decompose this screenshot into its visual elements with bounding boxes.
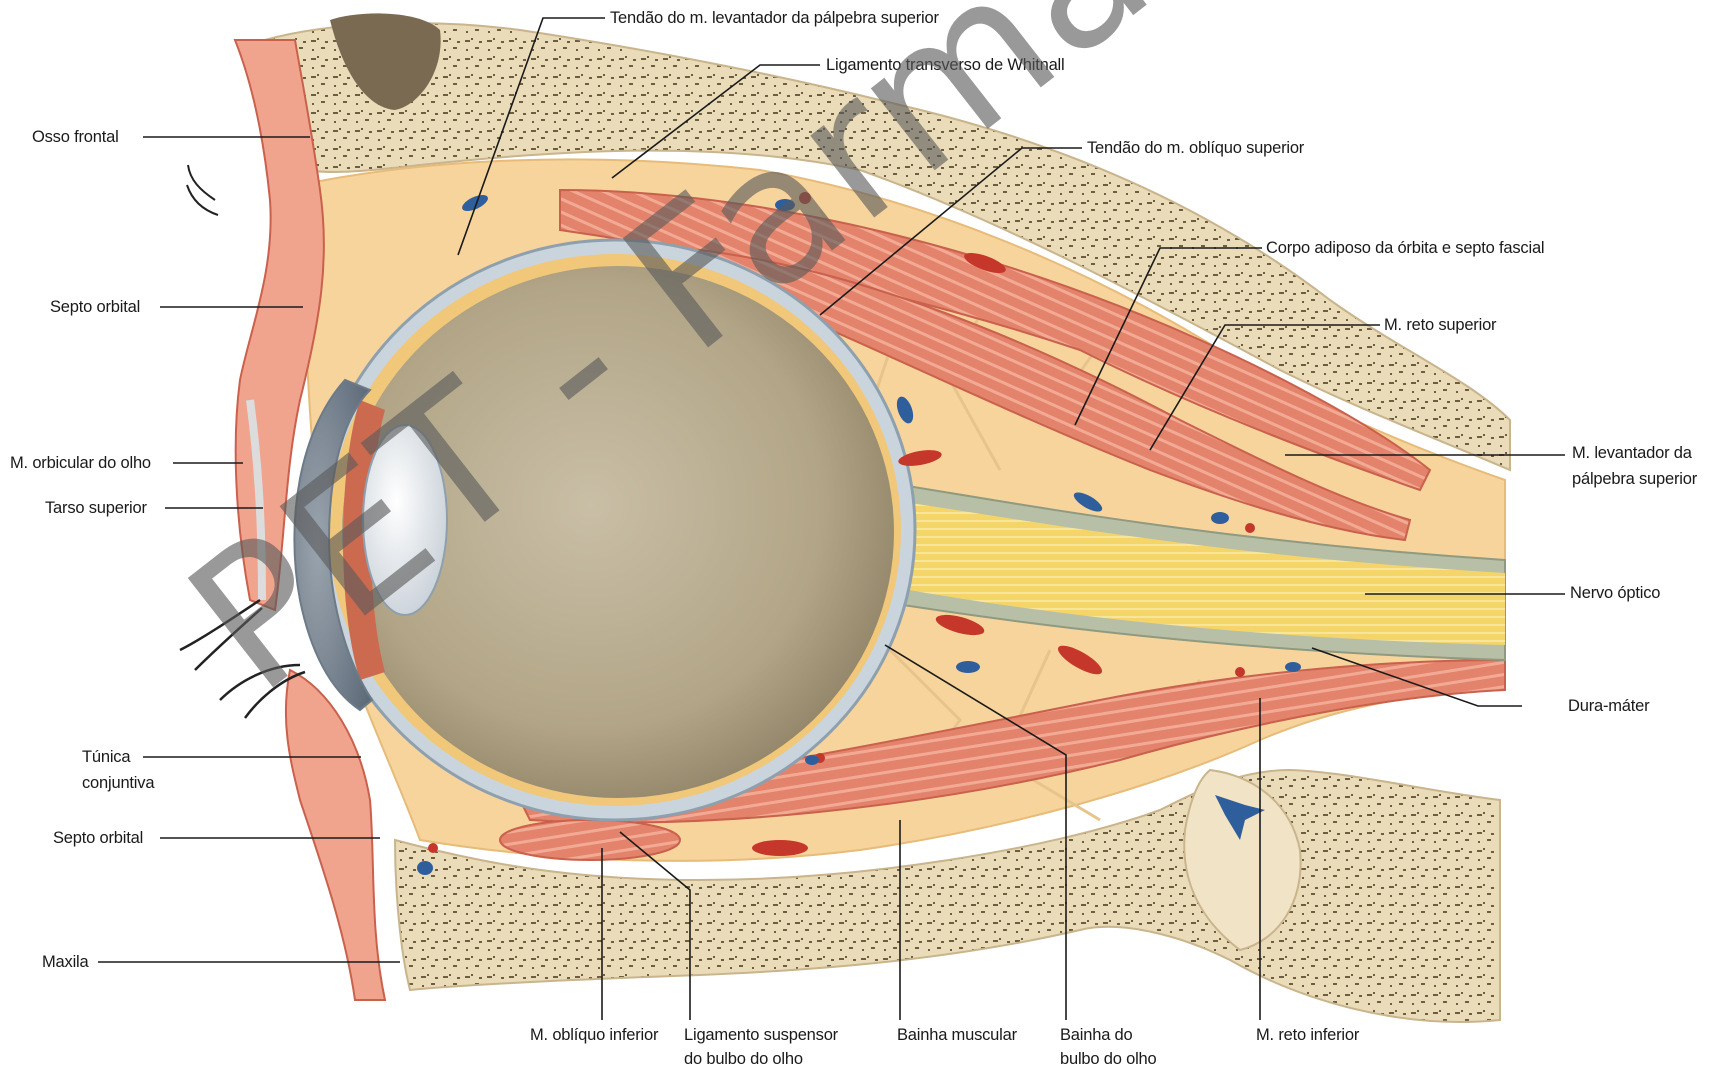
label-maxila: Maxila (42, 952, 88, 973)
lens (363, 425, 447, 615)
label-tarso-superior: Tarso superior (45, 498, 147, 519)
label-levantador-linha2: pálpebra superior (1572, 469, 1697, 490)
label-tunica-linha1: Túnica (82, 747, 130, 768)
label-ligamento-whitnall: Ligamento transverso de Whitnall (826, 55, 1064, 76)
label-tendao-obliquo-superior: Tendão do m. oblíquo superior (1087, 138, 1304, 159)
label-septo-orbital-superior: Septo orbital (50, 297, 140, 318)
label-nervo-optico: Nervo óptico (1570, 583, 1660, 604)
label-bainha-muscular: Bainha muscular (897, 1025, 1017, 1046)
label-ligamento-suspensor-linha2: do bulbo do olho (684, 1049, 803, 1070)
label-ligamento-suspensor-linha1: Ligamento suspensor (684, 1025, 838, 1046)
inferior-oblique-muscle (500, 820, 680, 860)
label-corpo-adiposo: Corpo adiposo da órbita e septo fascial (1266, 238, 1544, 259)
label-tunica-linha2: conjuntiva (82, 773, 154, 794)
label-dura-mater: Dura-máter (1568, 696, 1649, 717)
label-levantador-linha1: M. levantador da (1572, 443, 1692, 464)
label-osso-frontal: Osso frontal (32, 127, 119, 148)
label-reto-inferior: M. reto inferior (1256, 1025, 1359, 1046)
label-septo-orbital-inferior: Septo orbital (53, 828, 143, 849)
label-bainha-bulbo-linha2: bulbo do olho (1060, 1049, 1157, 1070)
label-reto-superior: M. reto superior (1384, 315, 1496, 336)
label-orbicular-do-olho: M. orbicular do olho (10, 453, 151, 474)
label-bainha-bulbo-linha1: Bainha do (1060, 1025, 1133, 1046)
label-obliquo-inferior: M. oblíquo inferior (530, 1025, 658, 1046)
label-tendao-levantador: Tendão do m. levantador da pálpebra supe… (610, 8, 939, 29)
